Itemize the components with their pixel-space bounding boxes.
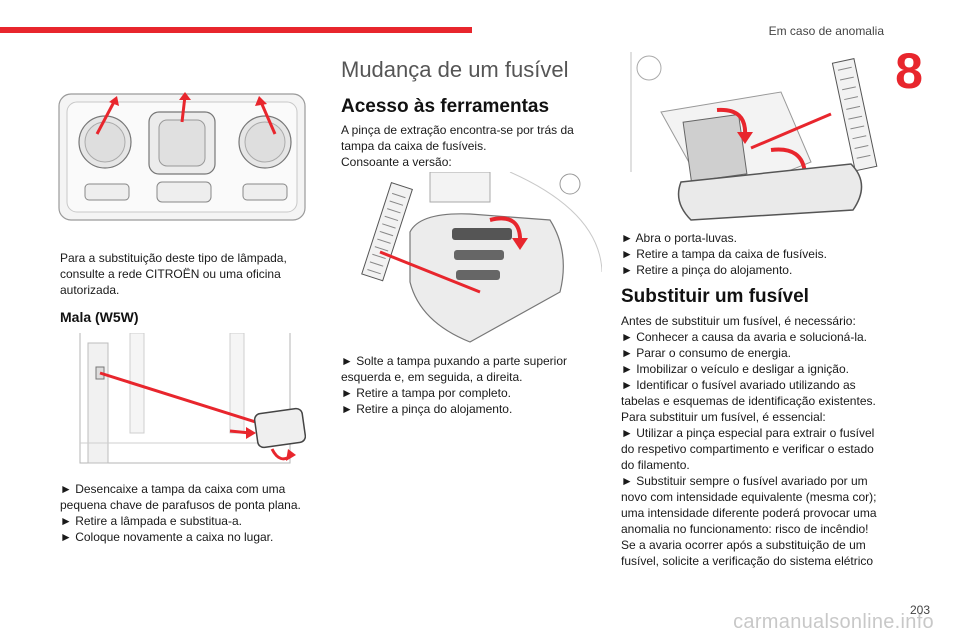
lamp-replacement-note: Para a substituição deste tipo de lâmpad…: [60, 251, 287, 297]
glovebox-step-2: ► Retire a tampa da caixa de fusíveis.: [621, 247, 827, 261]
trunk-heading: Mala (W5W): [60, 309, 139, 325]
replace-fuse-line-5: ► Identificar o fusível avariado utiliza…: [621, 378, 876, 408]
tools-step-1: ► Solte a tampa puxando a parte superior…: [341, 354, 568, 384]
replace-fuse-line-4: ► Imobilizar o veículo e desligar a igni…: [621, 362, 849, 376]
tools-access-heading: Acesso às ferramentas: [341, 96, 550, 117]
watermark: carmanualsonline.info: [733, 611, 934, 633]
glovebox-fuse-box-illustration: [621, 52, 883, 224]
replace-fuse-heading: Substituir um fusível: [621, 286, 809, 307]
tools-steps: ► Solte a tampa puxando a parte superior…: [341, 353, 603, 417]
tools-intro-text: A pinça de extração encontra-se por trás…: [341, 123, 574, 153]
trunk-step-2: ► Retire a lâmpada e substitua-a.: [60, 514, 242, 528]
tools-intro-version: Consoante a versão:: [341, 155, 452, 169]
tools-step-2: ► Retire a tampa por completo.: [341, 386, 511, 400]
running-header: Em caso de anomalia: [768, 24, 884, 38]
replace-fuse-line-3: ► Parar o consumo de energia.: [621, 346, 791, 360]
glovebox-steps: ► Abra o porta-luvas. ► Retire a tampa d…: [621, 230, 883, 278]
replace-fuse-line-9: Se a avaria ocorrer após a substituição …: [621, 538, 874, 568]
tools-step-3: ► Retire a pinça do alojamento.: [341, 402, 513, 416]
tools-intro: A pinça de extração encontra-se por trás…: [341, 122, 591, 170]
header-red-bar: [0, 27, 472, 33]
trunk-lamp-illustration: [60, 333, 306, 471]
replace-fuse-line-2: ► Conhecer a causa da avaria e solucioná…: [621, 330, 868, 344]
replace-fuse-line-1: Antes de substituir um fusível, é necess…: [621, 314, 856, 328]
trunk-step-3: ► Coloque novamente a caixa no lugar.: [60, 530, 274, 544]
replace-fuse-line-6: Para substituir um fusível, é essencial:: [621, 410, 826, 424]
page-number: 203: [909, 603, 930, 617]
trunk-step-1: ► Desencaixe a tampa da caixa com uma pe…: [60, 482, 301, 512]
glovebox-step-3: ► Retire a pinça do alojamento.: [621, 263, 793, 277]
replace-fuse-line-8: ► Substituir sempre o fusível avariado p…: [621, 474, 877, 536]
trunk-steps: ► Desencaixe a tampa da caixa com uma pe…: [60, 481, 310, 545]
light-switch-panel-illustration: [57, 92, 307, 222]
page-title: Mudança de um fusível: [341, 57, 569, 82]
fuse-cover-dashboard-illustration: [340, 172, 602, 348]
replace-fuse-line-7: ► Utilizar a pinça especial para extrair…: [621, 426, 875, 472]
chapter-number: 8: [895, 43, 923, 99]
replace-fuse-instructions: Antes de substituir um fusível, é necess…: [621, 313, 885, 569]
glovebox-step-1: ► Abra o porta-luvas.: [621, 231, 737, 245]
